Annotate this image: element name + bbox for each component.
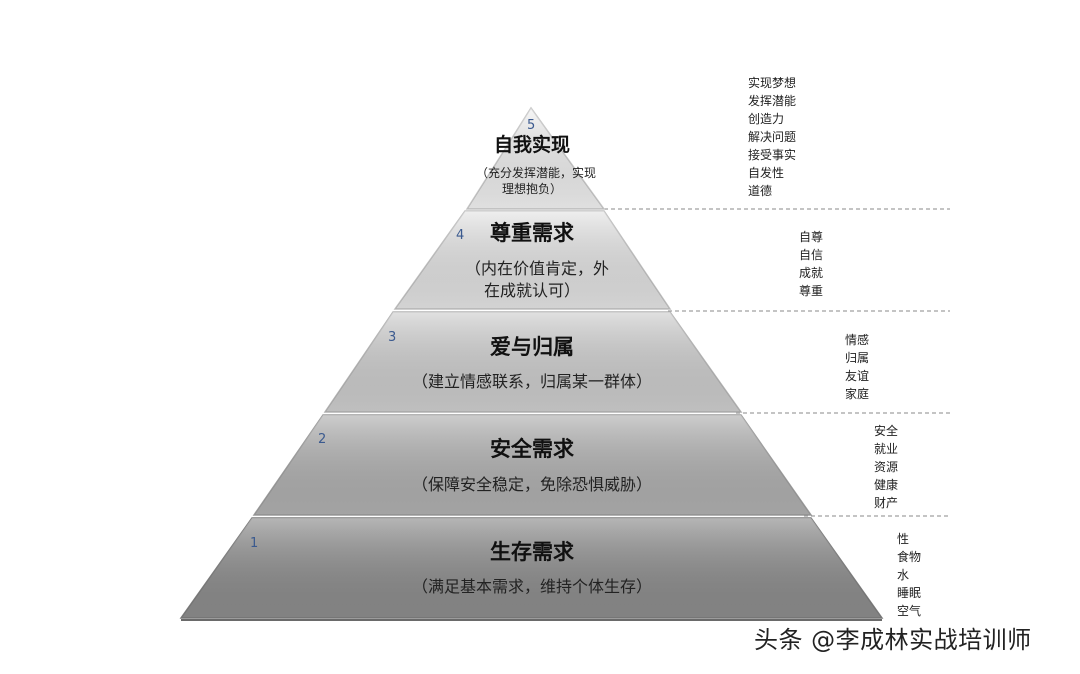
trait-item: 空气 [897,604,922,618]
trait-item: 性 [897,532,910,546]
tier-1-number: 1 [250,536,258,551]
tier-2-traits: 安全 就业 资源 健康 财产 [874,422,898,512]
tier-2-desc-line1: （保障安全稳定，免除恐惧威胁） [412,475,652,494]
tier-4-desc-line2: 在成就认可） [484,281,580,300]
tier-2: 2 安全需求 （保障安全稳定，免除恐惧威胁） [252,414,813,516]
tier-3-traits: 情感 归属 友谊 家庭 [845,331,869,403]
trait-item: 财产 [874,496,899,510]
tier-2-number: 2 [318,432,326,447]
trait-item: 归属 [845,351,870,365]
trait-item: 道德 [748,184,773,198]
trait-item: 实现梦想 [748,76,797,90]
trait-item: 发挥潜能 [748,94,797,108]
tier-4-title: 尊重需求 [490,221,574,245]
trait-item: 食物 [897,550,922,564]
trait-item: 水 [897,568,910,582]
tier-3-number: 3 [388,330,396,345]
trait-item: 自信 [799,248,824,262]
tier-4-traits: 自尊 自信 成就 尊重 [799,228,823,300]
tier-4: 4 尊重需求 （内在价值肯定，外 在成就认可） [393,210,672,310]
tier-5-shade [467,108,604,209]
tier-4-shade [395,211,670,309]
trait-item: 睡眠 [897,586,922,600]
tier-3-title: 爱与归属 [490,335,574,359]
trait-item: 成就 [799,266,824,280]
tier-3: 3 爱与归属 （建立情感联系，归属某一群体） [323,311,743,413]
trait-item: 接受事实 [748,148,797,162]
trait-item: 就业 [874,442,899,456]
trait-item: 自尊 [799,230,824,244]
tier-4-number: 4 [456,228,464,243]
tier-1-title: 生存需求 [490,540,574,564]
tier-1: 1 生存需求 （满足基本需求，维持个体生存） [179,517,884,619]
tier-5-desc-line1: （充分发挥潜能，实现 [476,165,596,180]
trait-item: 解决问题 [748,130,797,144]
trait-item: 情感 [845,333,870,347]
trait-item: 尊重 [799,284,824,298]
tier-5-traits: 实现梦想 发挥潜能 创造力 解决问题 接受事实 自发性 道德 [748,74,796,200]
tier-5-desc-line2: 理想抱负） [502,181,562,196]
watermark: 头条 @李成林实战培训师 [754,626,1032,654]
tier-2-shade [254,415,811,515]
trait-item: 家庭 [845,387,870,401]
trait-item: 友谊 [845,369,870,383]
trait-item: 安全 [874,424,899,438]
level-separators [604,208,950,517]
tier-1-desc-line1: （满足基本需求，维持个体生存） [412,577,652,596]
tier-1-shade [181,518,882,618]
tier-5-title: 自我实现 [494,133,570,156]
trait-item: 创造力 [748,112,785,126]
tier-5: 5 自我实现 （充分发挥潜能，实现 理想抱负） [465,106,606,210]
tier-4-desc-line1: （内在价值肯定，外 [465,259,609,278]
tier-3-desc-line1: （建立情感联系，归属某一群体） [412,372,652,391]
tier-2-title: 安全需求 [490,437,574,461]
tier-1-traits: 性 食物 水 睡眠 空气 [897,530,921,620]
tier-5-number: 5 [527,118,535,133]
tier-3-shade [325,312,741,412]
trait-item: 自发性 [748,166,785,180]
trait-item: 资源 [874,460,899,474]
trait-item: 健康 [874,478,899,492]
